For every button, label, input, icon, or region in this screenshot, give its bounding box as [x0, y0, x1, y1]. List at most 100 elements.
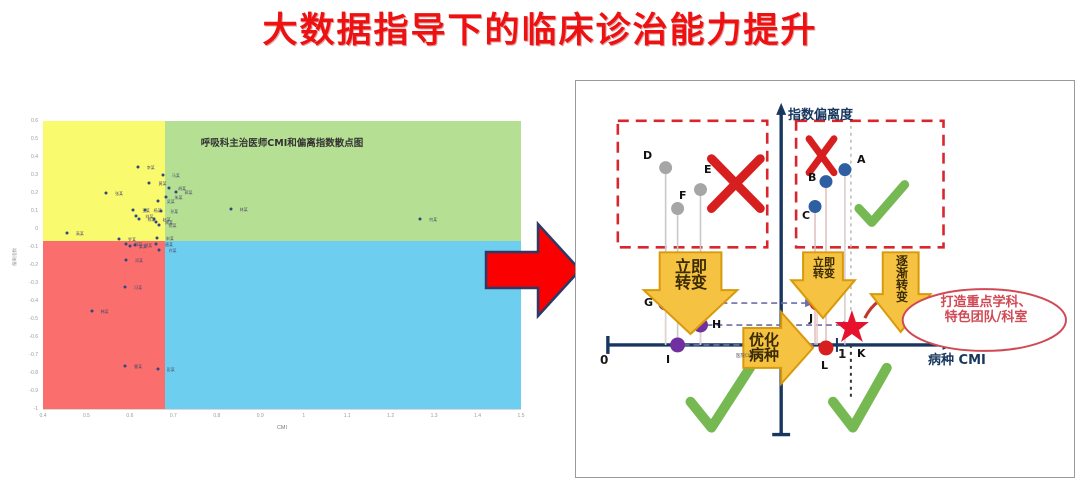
optimize-disease-label: 优化 病种 [748, 331, 779, 365]
node-label-h: H [712, 318, 722, 331]
y-tick-label: -0.4 [29, 298, 38, 304]
data-point-label: 杨某 [153, 208, 162, 214]
right-arrow-icon [480, 218, 584, 322]
data-point [229, 207, 233, 211]
quadrant-bottom-right [164, 240, 521, 409]
data-point-label: 赵某 [162, 216, 171, 222]
y-axis-label: 偏离指数 [12, 248, 17, 266]
data-point [117, 237, 121, 241]
data-point [174, 190, 178, 194]
data-point-label: 胡某 [178, 185, 187, 191]
node-a [838, 163, 852, 177]
quadrant-bottom-left [43, 240, 165, 409]
data-point [156, 199, 160, 203]
node-label-g: G [644, 296, 654, 309]
data-point-label: 许某 [168, 248, 177, 254]
node-c [808, 200, 822, 213]
node-i [670, 337, 686, 353]
data-point-label: 郑某 [134, 241, 143, 247]
data-point-label: 李某 [146, 164, 155, 170]
node-label-f: F [679, 189, 687, 202]
data-point-label: 何某 [429, 217, 438, 223]
node-label-i: I [666, 353, 671, 366]
node-label-d: D [643, 149, 653, 162]
data-point [418, 217, 422, 221]
data-point [152, 217, 156, 221]
data-point [124, 258, 128, 262]
y-tick-label: -0.5 [29, 316, 38, 322]
y-tick-label: -0.8 [29, 370, 38, 376]
immediate-change-right-arrow [788, 251, 858, 320]
data-point [104, 191, 108, 195]
data-point [128, 244, 132, 248]
strategy-diagram-panel: 指数偏离度 病种 CMI 0 1 医院CMI均值 D E F A B C G H… [575, 80, 1075, 478]
data-point [164, 195, 168, 199]
left-upper-reject-box [616, 119, 769, 249]
node-e [694, 183, 707, 197]
x-tick-label: 1.4 [474, 413, 482, 419]
green-check-lower-right [827, 362, 892, 433]
data-point [123, 285, 127, 289]
data-point-label: 孙某 [170, 209, 179, 215]
x-tick-label: 1.3 [430, 413, 438, 419]
node-f [671, 202, 685, 215]
node-l [818, 340, 834, 356]
x-tick-label: 0.9 [256, 413, 264, 419]
x-tick-label: 1 [302, 413, 306, 419]
immediate-change-right-label: 立即 转变 [813, 256, 835, 281]
x-tick-label: 1.5 [517, 413, 525, 419]
data-point [136, 165, 140, 169]
y-tick-label: -0.7 [29, 352, 38, 358]
node-label-e: E [704, 163, 712, 176]
data-point-label: 罗某 [128, 236, 137, 242]
data-point [90, 309, 94, 313]
node-b [819, 175, 833, 189]
data-point-label: 梁某 [138, 243, 147, 249]
x-tick-label: 0.8 [213, 413, 221, 419]
data-point-label: 唐某 [164, 242, 173, 248]
diagram-x-axis-label: 病种 CMI [928, 353, 986, 368]
data-point-label: 徐某 [168, 223, 177, 229]
data-point-label: 张某 [115, 191, 123, 196]
data-point-label: 周某 [164, 219, 173, 225]
scatter-chart: 呼吸科主治医师CMI和偏离指数散点图 张某李某王某刘某陈某杨某黄某赵某周某吴某徐… [12, 113, 524, 438]
data-point [157, 223, 161, 227]
key-discipline-callout-ellipse [901, 288, 1068, 352]
page-title: 大数据指导下的临床诊治能力提升 [262, 11, 818, 51]
data-point-label: 谢某 [144, 243, 153, 249]
y-tick-label: 0.4 [31, 154, 38, 160]
diagram-origin-label: 0 [600, 353, 609, 367]
gradual-change-label: 逐 渐 转 变 [895, 254, 908, 304]
data-point-label: 彭某 [166, 366, 175, 372]
green-check-upper-right [854, 180, 910, 227]
y-tick-label: 0.3 [31, 172, 38, 178]
data-point [156, 367, 160, 370]
node-label-c: C [802, 209, 811, 222]
key-discipline-callout-text: 打造重点学科、 特色团队/科室 [940, 295, 1032, 325]
data-point [133, 243, 137, 247]
x-tick-label: 0.7 [169, 413, 177, 419]
y-tick-label: -0.2 [29, 262, 38, 268]
data-point-label: 郭某 [184, 189, 193, 195]
data-point [147, 181, 151, 185]
node-k-star [834, 310, 869, 342]
data-point-label: 黄某 [158, 181, 167, 187]
data-point [65, 231, 69, 235]
data-point-label: 高某 [75, 230, 84, 236]
green-check-lower-left [685, 360, 757, 433]
x-axis-label: CMI [276, 425, 288, 431]
data-point [134, 214, 138, 217]
data-point [157, 248, 161, 252]
y-tick-label: 0.6 [31, 118, 38, 124]
node-label-b: B [808, 171, 817, 184]
data-point-label: 韩某 [100, 308, 109, 314]
immediate-change-left-label: 立即 转变 [674, 257, 707, 293]
data-point-label: 刘某 [145, 213, 154, 219]
y-tick-label: 0.1 [31, 208, 38, 214]
node-label-k: K [857, 347, 866, 360]
x-tick-label: 0.5 [82, 413, 90, 419]
optimize-disease-arrow [742, 309, 815, 387]
chart-title: 呼吸科主治医师CMI和偏离指数散点图 [200, 138, 364, 149]
strategy-diagram-svg [606, 102, 1068, 437]
y-tick-label: 0.5 [31, 136, 38, 142]
